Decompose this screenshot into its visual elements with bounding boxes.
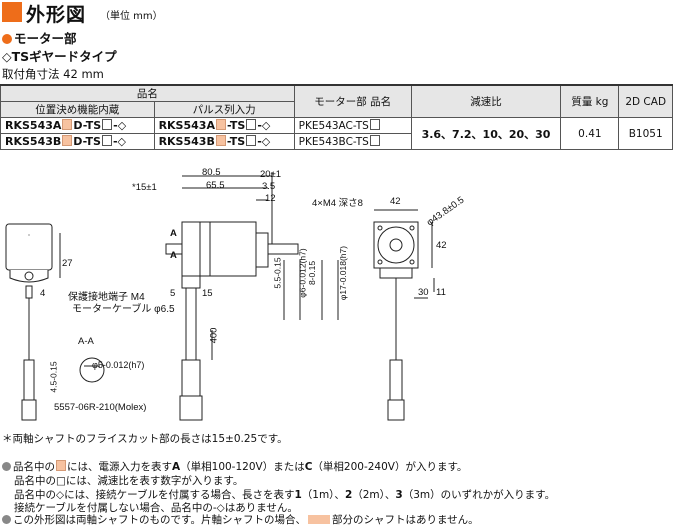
note-shaft-cut: ＊両軸シャフトのフライスカット部の長さは15±0.25です。 [2, 433, 288, 445]
dim-42-top: 42 [390, 196, 401, 207]
th-mass: 質量 kg [560, 84, 620, 118]
cell-pulse: RKS543A-TS-◇ [153, 117, 295, 134]
dim-65-5: 65.5 [206, 180, 225, 191]
dim-3-5: 3.5 [262, 181, 276, 192]
dim-shaft-phi17: φ17-0.018(h7) [338, 245, 349, 301]
section-marker-a: A [170, 228, 177, 239]
unit-label: （単位 mm） [100, 11, 163, 22]
spec-table: 品名 モーター部 品名 減速比 質量 kg 2D CAD 位置決め機能内蔵 パル… [0, 84, 673, 150]
dim-phi5: φ5-0.012(h7) [92, 360, 145, 370]
note-cable-length: 品名中の◇には、接続ケーブルを付属する場合、長さを表す1（1m）、2（2m）、3… [14, 489, 556, 501]
highlight-swatch [307, 515, 330, 524]
section-motor: モーター部 [2, 28, 77, 47]
note-gear-ratio: 品名中の□には、減速比を表す数字が入ります。 [14, 475, 244, 487]
dim-4: 4 [40, 288, 46, 299]
label-motor-cable: モーターケーブル φ6.5 [72, 304, 175, 315]
label-section-aa: A-A [78, 336, 94, 347]
bullet-icon [2, 462, 11, 471]
cell-mass: 0.41 [560, 117, 620, 150]
section-gear-type: ◇TSギヤードタイプ [2, 49, 117, 64]
dim-27: 27 [62, 258, 73, 269]
title-marker [2, 2, 22, 22]
label-ground-terminal: 保護接地端子 M4 [68, 292, 145, 303]
th-position: 位置決め機能内蔵 [0, 101, 155, 118]
cell-pulse: RKS543B-TS-◇ [153, 133, 295, 150]
dim-30: 30 [418, 287, 429, 298]
dim-42-side: 42 [436, 240, 447, 251]
note-double-shaft: この外形図は両軸シャフトのものです。片軸シャフトの場合、部分のシャフトはありませ… [2, 512, 479, 527]
dim-20: 20±1 [260, 169, 282, 180]
dim-5: 5 [170, 288, 176, 299]
th-pulse: パルス列入力 [153, 101, 295, 118]
th-ratio: 減速比 [410, 84, 562, 118]
dim-star15: *15±1 [132, 182, 157, 193]
dim-shaft-5-5: 5.5-0.15 [272, 257, 283, 289]
note-power-input: 品名中のには、電源入力を表すA（単相100-120V）またはC（単相200-24… [2, 459, 467, 474]
dim-400: 400 [208, 327, 220, 344]
dim-11: 11 [436, 287, 446, 298]
cell-motor: PKE543BC-TS [293, 133, 412, 150]
dim-4-5: 4.5-0.15 [48, 361, 59, 393]
cell-ratio: 3.6、7.2、10、20、30 [410, 117, 562, 150]
dim-4xm4: 4×M4 深さ8 [312, 198, 363, 209]
note-no-cable: 接続ケーブルを付属しない場合、品名中の-◇はありません。 [14, 502, 298, 514]
section-marker-a: A [170, 250, 177, 261]
cell-motor: PKE543AC-TS [293, 117, 412, 134]
cell-cad: B1051 [618, 117, 673, 150]
orange-dot-icon [2, 34, 12, 44]
dim-shaft-8: 8-0.15 [307, 260, 318, 286]
mount-size: 取付角寸法 42 mm [2, 67, 104, 81]
th-cad: 2D CAD [618, 84, 673, 118]
dim-12: 12 [265, 193, 276, 204]
dimension-drawing [5, 172, 435, 421]
th-motor: モーター部 品名 [293, 84, 412, 118]
dim-80-5: 80.5 [202, 167, 221, 178]
th-product-name: 品名 [0, 84, 295, 102]
bullet-icon [2, 515, 11, 524]
dim-15: 15 [202, 288, 213, 299]
label-connector: 5557-06R-210(Molex) [54, 402, 147, 413]
page-title: 外形図 [26, 4, 87, 26]
